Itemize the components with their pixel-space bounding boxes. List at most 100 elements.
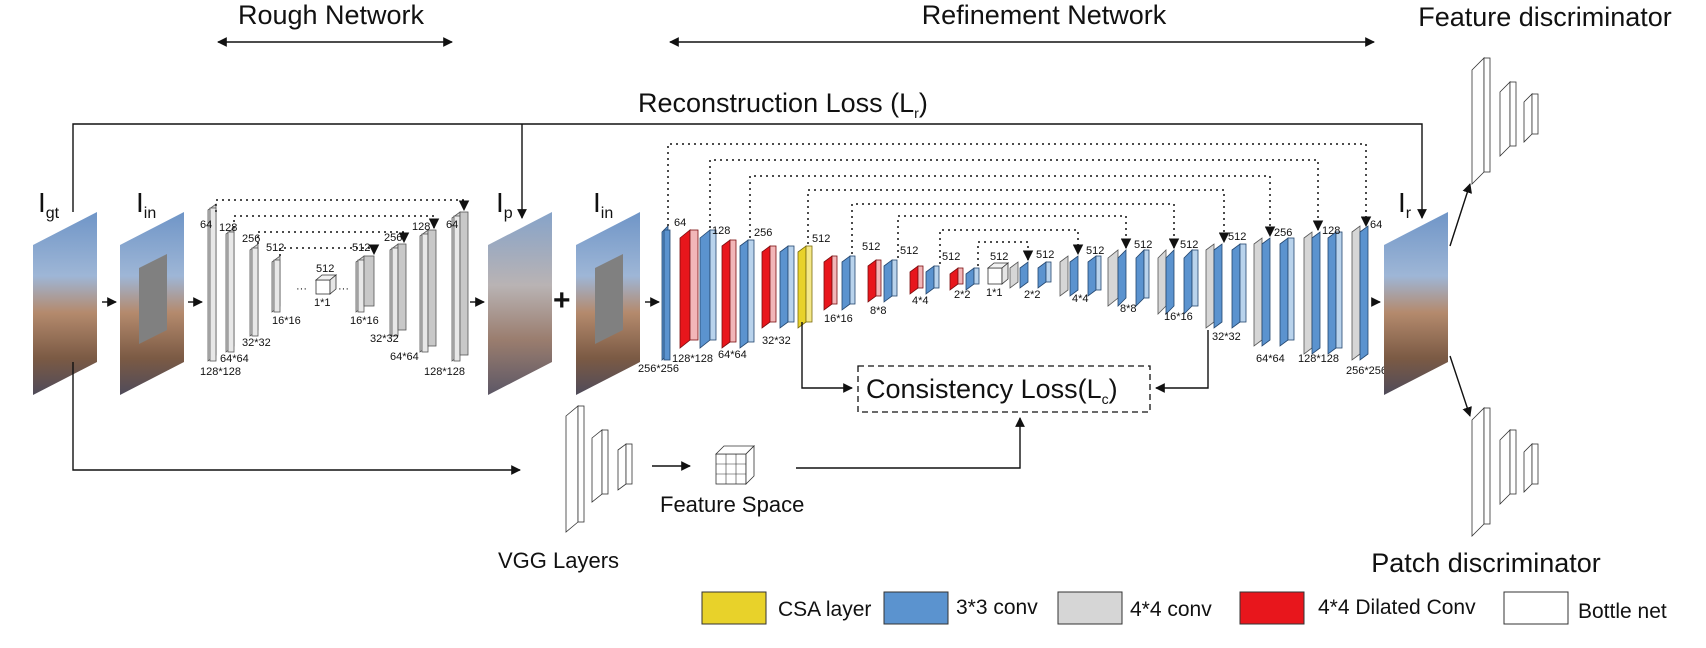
legend-swatch-dilated: [1239, 591, 1305, 625]
legend-label-csa: CSA layer: [778, 598, 871, 621]
refine-ch-256b: 256: [1274, 227, 1292, 239]
csa-to-consistency-arrow: [801, 322, 853, 393]
refine-ch-512b: 512: [900, 245, 918, 257]
refine-ch-512e: 512: [1086, 245, 1104, 257]
refinement-network-blocks: [661, 225, 1369, 361]
refine-ch-128a: 128: [712, 225, 730, 237]
image-i-in: [120, 212, 184, 395]
rough-ch-256b: 256: [384, 232, 402, 244]
refine-skip-2: [709, 159, 1324, 232]
refine-size-4b: 4*4: [1072, 293, 1089, 305]
refine-ch-64b: 64: [1370, 219, 1382, 231]
refine-skip-8: [977, 241, 1034, 266]
refine-size-16a: 16*16: [824, 313, 853, 325]
feature-space-cube: [715, 445, 755, 485]
refine-ch-512f: 512: [1134, 239, 1152, 251]
refinement-network-title: Refinement Network: [922, 0, 1167, 30]
image-i-p: [488, 212, 552, 395]
rough-ch-512b: 512: [352, 242, 370, 254]
refine-skip-5: [851, 203, 1180, 254]
refine-size-1: 1*1: [986, 287, 1003, 299]
ir-to-patch-disc-arrow: [1449, 355, 1472, 417]
refine-size-256b: 256*256: [1346, 365, 1387, 377]
legend-label-bottleneck: Bottle net: [1578, 600, 1667, 623]
legend-label-conv4: 4*4 conv: [1130, 598, 1212, 621]
refine-skip-3: [749, 175, 1276, 238]
refine-ch-64a: 64: [674, 217, 686, 229]
refine-size-128a: 128*128: [672, 353, 713, 365]
rough-ellipsis-2: ···: [338, 283, 349, 295]
rough-ch-512mid: 512: [316, 263, 334, 275]
rough-size-128b: 128*128: [424, 366, 465, 378]
rough-ch-128b: 128: [412, 221, 430, 233]
legend-label-dilated: 4*4 Dilated Conv: [1318, 596, 1476, 619]
legend-swatch-conv4: [1057, 591, 1123, 625]
label-i-p: Ip: [496, 187, 513, 222]
refine-ch-512a: 512: [862, 241, 880, 253]
igt-to-vgg-arrow: [72, 362, 521, 475]
feature-space-label: Feature Space: [660, 492, 804, 517]
legend-swatch-csa: [701, 591, 767, 625]
refine-skip-1: [667, 143, 1372, 228]
rough-skip-512: [279, 244, 380, 256]
rough-size-64b: 64*64: [390, 351, 419, 363]
rough-ch-64a: 64: [200, 219, 212, 231]
legend: CSA layer 3*3 conv 4*4 conv 4*4 Dilated …: [701, 591, 1667, 625]
plus-sign: +: [553, 284, 571, 317]
refine-ch-512csa: 512: [812, 233, 830, 245]
refine-size-32b: 32*32: [1212, 331, 1241, 343]
vgg-layers-label: VGG Layers: [498, 548, 619, 573]
ir-to-feature-disc-arrow: [1449, 183, 1472, 247]
label-i-in: Iin: [136, 187, 156, 222]
consistency-loss-box: [857, 365, 1151, 413]
refine-skip-7: [939, 229, 1084, 264]
rough-size-32a: 32*32: [242, 337, 271, 349]
refine-size-64b: 64*64: [1256, 353, 1285, 365]
reconstruction-loss-label: Reconstruction Loss (Lr): [638, 88, 928, 121]
vgg-layers-blocks: [565, 405, 633, 533]
feature-discriminator-blocks: [1471, 57, 1539, 185]
mask-region: [139, 254, 167, 344]
refine-size-256a: 256*256: [638, 363, 679, 375]
refine-ch-128b: 128: [1322, 225, 1340, 237]
refine-size-128b: 128*128: [1298, 353, 1339, 365]
refine-ch-512d: 512: [1036, 249, 1054, 261]
refine-ch-512h: 512: [1228, 231, 1246, 243]
refine-size-32a: 32*32: [762, 335, 791, 347]
refine-size-2a: 2*2: [954, 289, 971, 301]
refine-size-16b: 16*16: [1164, 311, 1193, 323]
rough-size-1: 1*1: [314, 297, 331, 309]
legend-label-conv3: 3*3 conv: [956, 596, 1038, 619]
legend-swatch-conv3: [883, 591, 949, 625]
label-i-gt: Igt: [38, 187, 60, 222]
patch-discriminator-title: Patch discriminator: [1371, 548, 1601, 578]
refine-ch-512c: 512: [942, 251, 960, 263]
rough-ellipsis-1: ···: [296, 283, 307, 295]
feature-to-consistency-arrow: [796, 417, 1025, 469]
image-i-gt: [33, 212, 97, 395]
rough-size-32b: 32*32: [370, 333, 399, 345]
rough-network-blocks: [207, 203, 469, 362]
refine-size-2b: 2*2: [1024, 289, 1041, 301]
mask-region-2: [595, 254, 623, 344]
refine-ch-256a: 256: [754, 227, 772, 239]
refine-skip-4: [807, 189, 1230, 244]
rough-size-128a: 128*128: [200, 366, 241, 378]
refine-size-4a: 4*4: [912, 295, 929, 307]
legend-swatch-bottleneck: [1503, 591, 1569, 625]
image-i-in-2: [576, 212, 640, 395]
rough-size-16b: 16*16: [350, 315, 379, 327]
rough-skip-256: [257, 231, 410, 244]
rough-network-title: Rough Network: [238, 0, 425, 30]
rough-ch-256a: 256: [242, 233, 260, 245]
rough-size-16a: 16*16: [272, 315, 301, 327]
refine-size-64a: 64*64: [718, 349, 747, 361]
decoder-to-consistency-arrow: [1155, 330, 1209, 393]
patch-discriminator-blocks: [1471, 407, 1539, 537]
refine-ch-512mid: 512: [990, 251, 1008, 263]
rough-skip-128: [233, 215, 440, 230]
refine-skip-6: [897, 215, 1132, 258]
label-i-in-2: Iin: [593, 187, 613, 222]
label-i-r: Ir: [1398, 187, 1412, 222]
